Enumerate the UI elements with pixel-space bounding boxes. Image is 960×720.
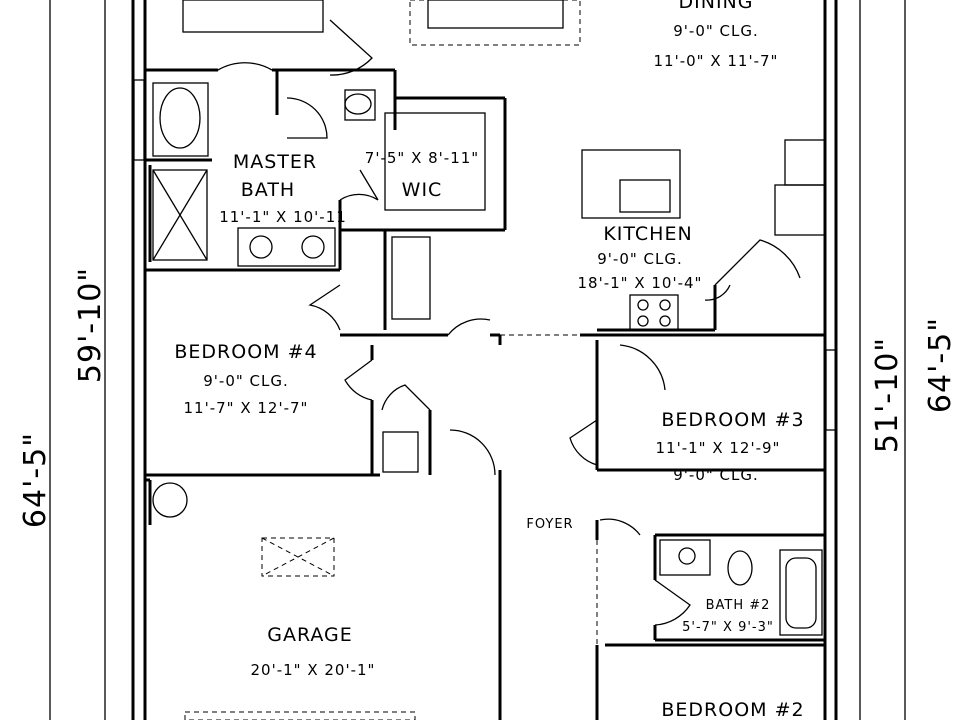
door-swings: [217, 19, 801, 626]
bedroom4-name: BEDROOM #4: [174, 341, 317, 363]
bath2-name: BATH #2: [706, 598, 771, 613]
bedroom3-ceiling: 9'-0" CLG.: [673, 466, 759, 484]
garage-name: GARAGE: [267, 624, 353, 646]
bedroom4-ceiling: 9'-0" CLG.: [203, 372, 289, 390]
fixtures: [152, 0, 826, 720]
wic-name: WIC: [402, 179, 443, 201]
dimension-lines: [49, 0, 906, 720]
interior-walls: [145, 68, 825, 720]
left-depth-label: 64'-5": [18, 432, 53, 528]
bedroom3-name: BEDROOM #3: [661, 409, 804, 431]
garage-size: 20'-1" X 20'-1": [251, 661, 376, 679]
overall-dimensions: 64'-5" 59'-10" 51'-10" 64'-5": [18, 267, 958, 528]
dining-ceiling: 9'-0" CLG.: [673, 22, 759, 40]
exterior-walls: [131, 0, 838, 720]
bedroom2-name: BEDROOM #2: [661, 699, 804, 720]
kitchen-size: 18'-1" X 10'-4": [578, 274, 703, 292]
kitchen-name: KITCHEN: [603, 223, 692, 245]
master-bath-name-1: MASTER: [233, 151, 317, 173]
foyer-name: FOYER: [526, 517, 573, 532]
room-labels: DINING 9'-0" CLG. 11'-0" X 11'-7" MASTER…: [174, 0, 804, 720]
bedroom4-size: 11'-7" X 12'-7": [184, 399, 309, 417]
master-bath-name-2: BATH: [241, 179, 295, 201]
dining-name: DINING: [679, 0, 754, 13]
dining-size: 11'-0" X 11'-7": [654, 52, 779, 70]
master-bath-size: 11'-1" X 10'-11: [219, 208, 347, 226]
bath2-size: 5'-7" X 9'-3": [682, 620, 774, 635]
kitchen-ceiling: 9'-0" CLG.: [597, 250, 683, 268]
bedroom3-size: 11'-1" X 12'-9": [656, 439, 781, 457]
right-depth-label: 64'-5": [923, 317, 958, 413]
left-inner-depth-label: 59'-10": [73, 267, 108, 383]
wic-size: 7'-5" X 8'-11": [365, 149, 479, 167]
right-inner-depth-label: 51'-10": [870, 337, 905, 453]
